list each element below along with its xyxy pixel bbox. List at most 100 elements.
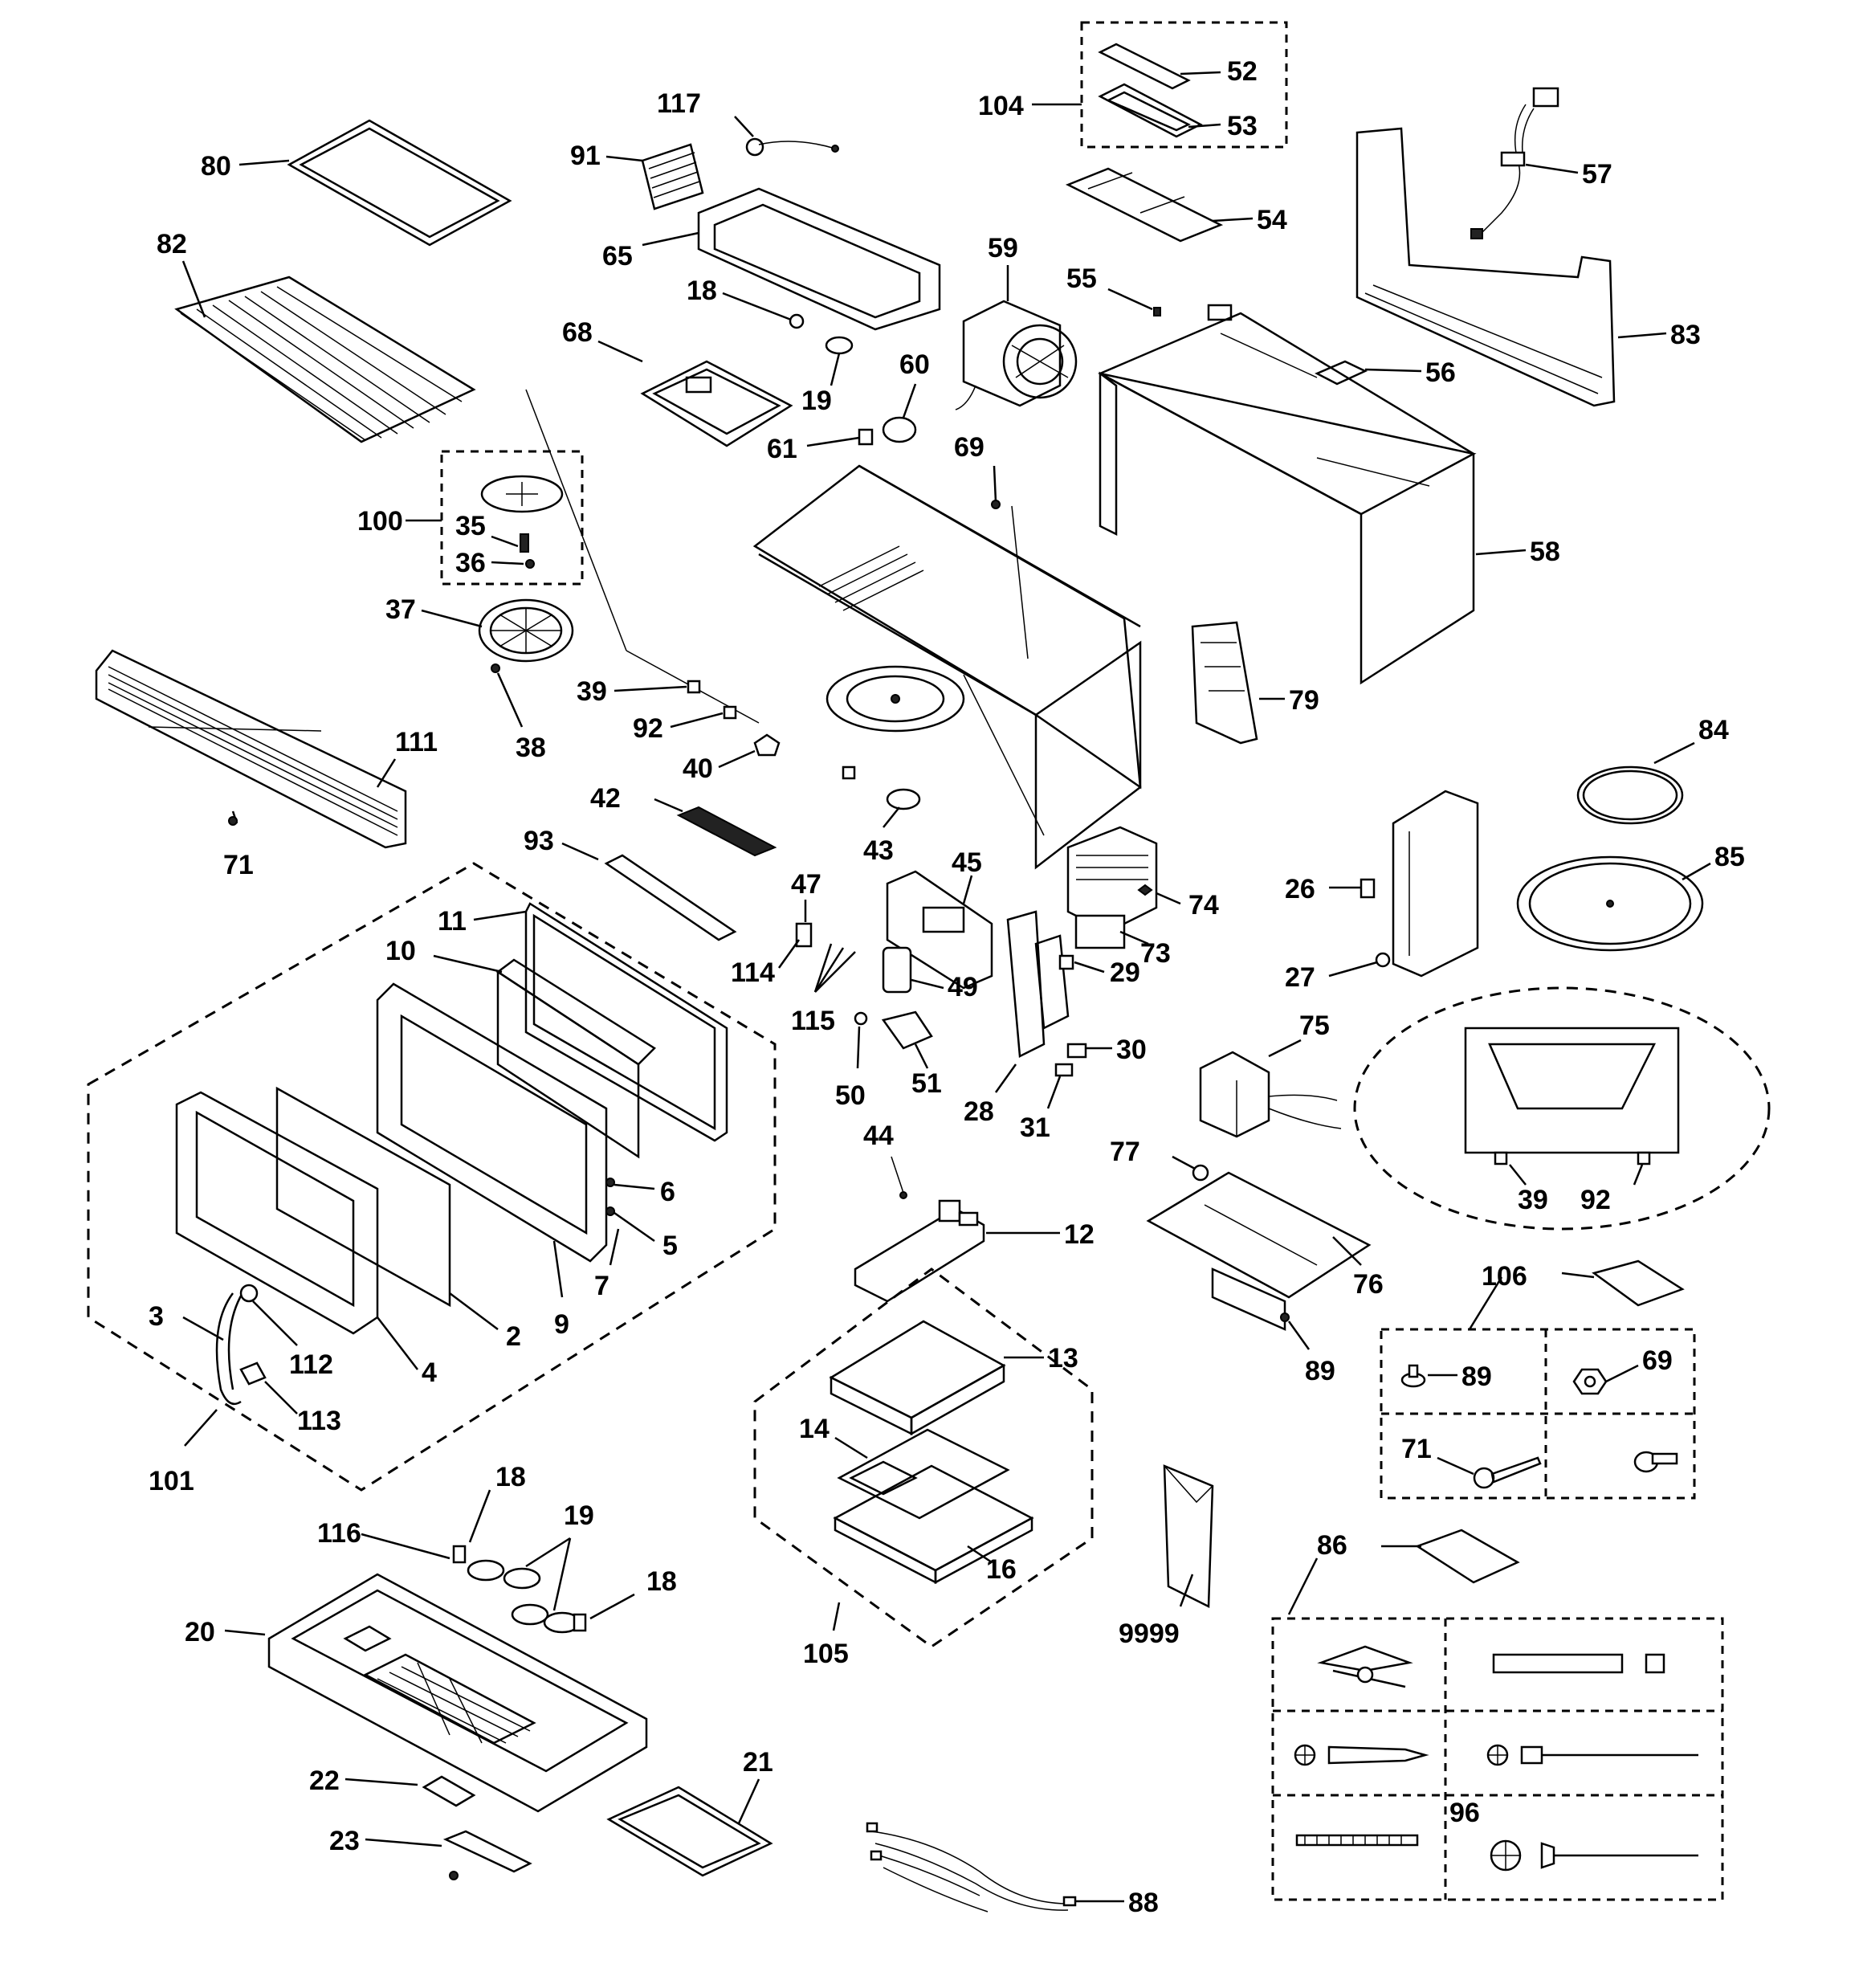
label-19: 19 [801, 386, 832, 416]
label-69: 69 [954, 432, 984, 463]
label-18c: 18 [646, 1566, 677, 1597]
label-112: 112 [289, 1349, 333, 1380]
part-51-50-bracket: 50 51 [835, 1010, 942, 1111]
label-54: 54 [1257, 205, 1287, 235]
label-88: 88 [1128, 1888, 1159, 1918]
part-58-outer-case: 58 [1098, 304, 1560, 685]
label-13: 13 [1048, 1343, 1078, 1374]
label-53: 53 [1227, 111, 1258, 141]
label-96: 96 [1449, 1798, 1480, 1828]
label-93: 93 [524, 826, 554, 856]
part-74-thermostat: 74 [1137, 884, 1219, 921]
label-75: 75 [1299, 1010, 1330, 1041]
label-18: 18 [687, 276, 717, 306]
label-104: 104 [978, 91, 1024, 121]
label-69b: 69 [1642, 1345, 1673, 1376]
label-92: 92 [633, 713, 663, 744]
label-26: 26 [1285, 874, 1315, 904]
label-36: 36 [455, 548, 486, 578]
part-59-blower-motor: 59 [955, 233, 1078, 410]
part-106-hardware-kit: 106 89 69 71 [1380, 1259, 1696, 1500]
label-60: 60 [899, 349, 930, 380]
part-84-roller-ring: 84 [1576, 715, 1729, 825]
label-113: 113 [297, 1406, 341, 1436]
label-71: 71 [223, 850, 254, 880]
label-4: 4 [422, 1357, 437, 1388]
label-68: 68 [562, 317, 593, 348]
part-40-coupler: 40 [683, 733, 781, 784]
label-65: 65 [602, 241, 633, 271]
label-86: 86 [1317, 1530, 1347, 1561]
part-23-light-cover: 23 [329, 1826, 532, 1880]
label-6: 6 [660, 1177, 675, 1207]
label-29: 29 [1110, 957, 1140, 988]
part-42-vent: 42 [590, 783, 777, 857]
part-111-vent-grille: 111 71 [95, 649, 438, 880]
part-22-light-lens: 22 [309, 1766, 476, 1807]
label-50: 50 [835, 1080, 866, 1111]
part-82-rack: 82 [157, 229, 476, 443]
label-80: 80 [201, 151, 231, 182]
label-44: 44 [863, 1121, 894, 1151]
label-5: 5 [662, 1231, 678, 1261]
part-49-capacitor: 49 [882, 946, 978, 1002]
part-20-bottom-plate: 20 [185, 1573, 648, 1813]
part-45-control-bracket: 45 [886, 847, 993, 990]
label-111: 111 [395, 727, 438, 757]
label-10: 10 [385, 936, 416, 966]
label-42: 42 [590, 783, 621, 814]
part-80-charcoal-filter: 80 [201, 119, 512, 247]
label-30: 30 [1116, 1035, 1147, 1065]
part-100-turntable-support-kit: 100 35 36 [357, 450, 584, 586]
part-26-27-cavity-panel: 26 27 [1285, 790, 1479, 993]
label-83: 83 [1670, 320, 1701, 350]
label-59: 59 [988, 233, 1018, 263]
label-101: 101 [149, 1466, 194, 1496]
label-82: 82 [157, 229, 187, 259]
part-12-control-board: 12 [854, 1199, 1095, 1303]
label-49: 49 [948, 972, 978, 1002]
label-79: 79 [1289, 685, 1319, 716]
part-57-power-cord: 57 [1470, 87, 1612, 239]
label-19b: 19 [564, 1500, 594, 1531]
label-40: 40 [683, 753, 713, 784]
label-55: 55 [1066, 263, 1097, 294]
label-74: 74 [1188, 890, 1219, 921]
part-21-grease-filter: 21 [606, 1747, 773, 1877]
label-106: 106 [1482, 1261, 1527, 1292]
part-93-label: 93 [524, 826, 737, 941]
label-71b: 71 [1401, 1434, 1432, 1464]
label-23: 23 [329, 1826, 360, 1856]
label-12: 12 [1064, 1219, 1095, 1250]
label-56: 56 [1425, 357, 1456, 388]
part-68-cover: 68 [562, 317, 793, 447]
label-117: 117 [657, 88, 701, 119]
part-101-door-assembly: 11 10 9 2 4 6 5 7 3 [87, 862, 777, 1496]
label-7: 7 [594, 1271, 609, 1301]
part-37-roller-ring: 37 38 [385, 594, 574, 763]
label-21: 21 [743, 1747, 773, 1778]
label-85: 85 [1714, 842, 1745, 872]
label-100: 100 [357, 506, 403, 537]
part-44-wire: 44 [863, 1121, 907, 1199]
part-105-control-panel-kit: 13 14 16 105 [753, 1268, 1094, 1669]
part-39-clip: 39 [577, 676, 701, 707]
label-89: 89 [1305, 1356, 1335, 1386]
label-92b: 92 [1580, 1185, 1611, 1215]
label-14: 14 [799, 1414, 830, 1444]
label-116: 116 [317, 1518, 361, 1549]
cavity-inset-detail: 39 92 [1353, 986, 1771, 1231]
part-47-114-115-switches: 47 114 115 [731, 869, 856, 1036]
label-77: 77 [1110, 1137, 1140, 1167]
label-9: 9 [554, 1309, 569, 1340]
part-104-damper-kit: 104 52 53 [978, 21, 1288, 149]
label-20: 20 [185, 1617, 215, 1647]
label-52: 52 [1227, 56, 1258, 87]
label-39: 39 [577, 676, 607, 707]
label-47: 47 [791, 869, 821, 900]
label-51: 51 [911, 1068, 942, 1099]
part-75-transformer: 75 [1199, 1010, 1342, 1138]
part-85-turntable: 85 [1516, 842, 1745, 952]
label-73: 73 [1140, 938, 1171, 969]
